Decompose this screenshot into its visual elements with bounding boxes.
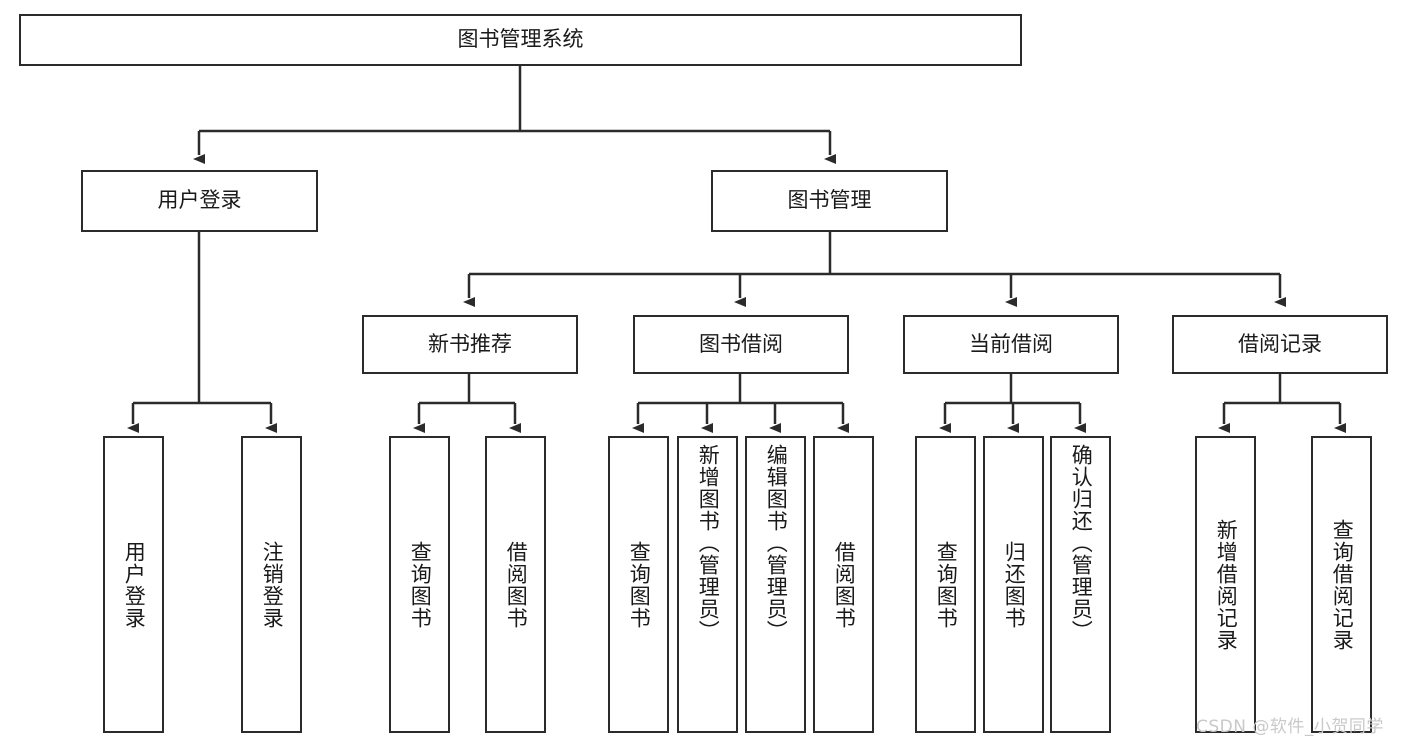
node-label: 借阅记录	[1238, 331, 1322, 356]
node-label: 归还图书	[1002, 540, 1027, 629]
leaf-user-login-logout[interactable]: 注销登录	[241, 436, 302, 733]
node-current-borrow[interactable]: 当前借阅	[903, 315, 1119, 374]
leaf-user-login-login[interactable]: 用户登录	[103, 436, 164, 733]
node-label: 确认归还（管理员）	[1069, 444, 1094, 642]
node-book-management[interactable]: 图书管理	[711, 170, 948, 232]
node-label: 注销登录	[260, 540, 285, 629]
leaf-borrow-record-query-record[interactable]: 查询借阅记录	[1311, 436, 1372, 733]
node-label: 用户登录	[122, 540, 147, 629]
node-label: 查询图书	[408, 540, 433, 629]
node-label: 查询借阅记录	[1330, 518, 1355, 651]
leaf-book-borrow-query-book[interactable]: 查询图书	[608, 436, 669, 733]
node-borrow-record[interactable]: 借阅记录	[1172, 315, 1388, 374]
node-label: 图书管理系统	[457, 27, 584, 52]
node-label: 查询图书	[627, 540, 652, 629]
leaf-book-borrow-edit-book-admin[interactable]: 编辑图书（管理员）	[745, 436, 806, 733]
node-label: 图书借阅	[699, 331, 783, 356]
node-label: 图书管理	[787, 188, 872, 213]
node-label: 编辑图书（管理员）	[764, 444, 789, 642]
node-label: 新增图书（管理员）	[696, 444, 721, 642]
leaf-book-borrow-borrow-book[interactable]: 借阅图书	[813, 436, 874, 733]
leaf-borrow-record-add-record[interactable]: 新增借阅记录	[1195, 436, 1256, 733]
node-new-book-recommend[interactable]: 新书推荐	[362, 315, 578, 374]
leaf-new-book-borrow-book[interactable]: 借阅图书	[485, 436, 546, 733]
node-user-login[interactable]: 用户登录	[81, 170, 318, 232]
node-label: 借阅图书	[504, 540, 529, 629]
leaf-current-borrow-query-book[interactable]: 查询图书	[915, 436, 976, 733]
node-root-book-management-system[interactable]: 图书管理系统	[19, 14, 1022, 66]
node-label: 新增借阅记录	[1214, 518, 1239, 651]
leaf-current-borrow-confirm-return-admin[interactable]: 确认归还（管理员）	[1050, 436, 1111, 733]
node-label: 当前借阅	[969, 331, 1053, 356]
leaf-current-borrow-return-book[interactable]: 归还图书	[983, 436, 1044, 733]
node-label: 新书推荐	[428, 331, 512, 356]
leaf-book-borrow-add-book-admin[interactable]: 新增图书（管理员）	[677, 436, 738, 733]
node-label: 用户登录	[157, 188, 242, 213]
node-book-borrow[interactable]: 图书借阅	[633, 315, 849, 374]
csdn-watermark: CSDN @软件_小贺同学	[1196, 717, 1384, 737]
leaf-new-book-query-book[interactable]: 查询图书	[389, 436, 450, 733]
node-label: 借阅图书	[832, 540, 857, 629]
node-label: 查询图书	[934, 540, 959, 629]
